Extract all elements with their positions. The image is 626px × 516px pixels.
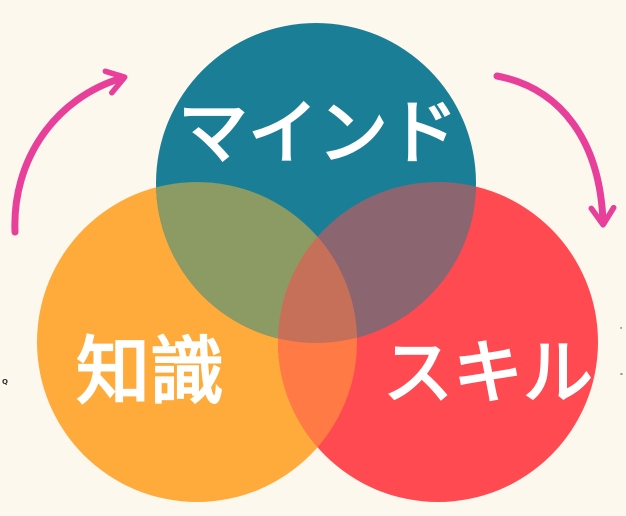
mind-label: マインド bbox=[178, 92, 458, 174]
right-margin-mark-top: ' bbox=[620, 326, 623, 334]
skill-label: スキル bbox=[383, 332, 593, 414]
left-curved-arrow bbox=[11, 68, 128, 236]
right-margin-mark-bottom: - bbox=[620, 370, 623, 378]
right-curved-arrow bbox=[493, 72, 617, 228]
left-margin-mark: Q bbox=[2, 378, 8, 386]
knowledge-label: 知識 bbox=[76, 329, 224, 415]
